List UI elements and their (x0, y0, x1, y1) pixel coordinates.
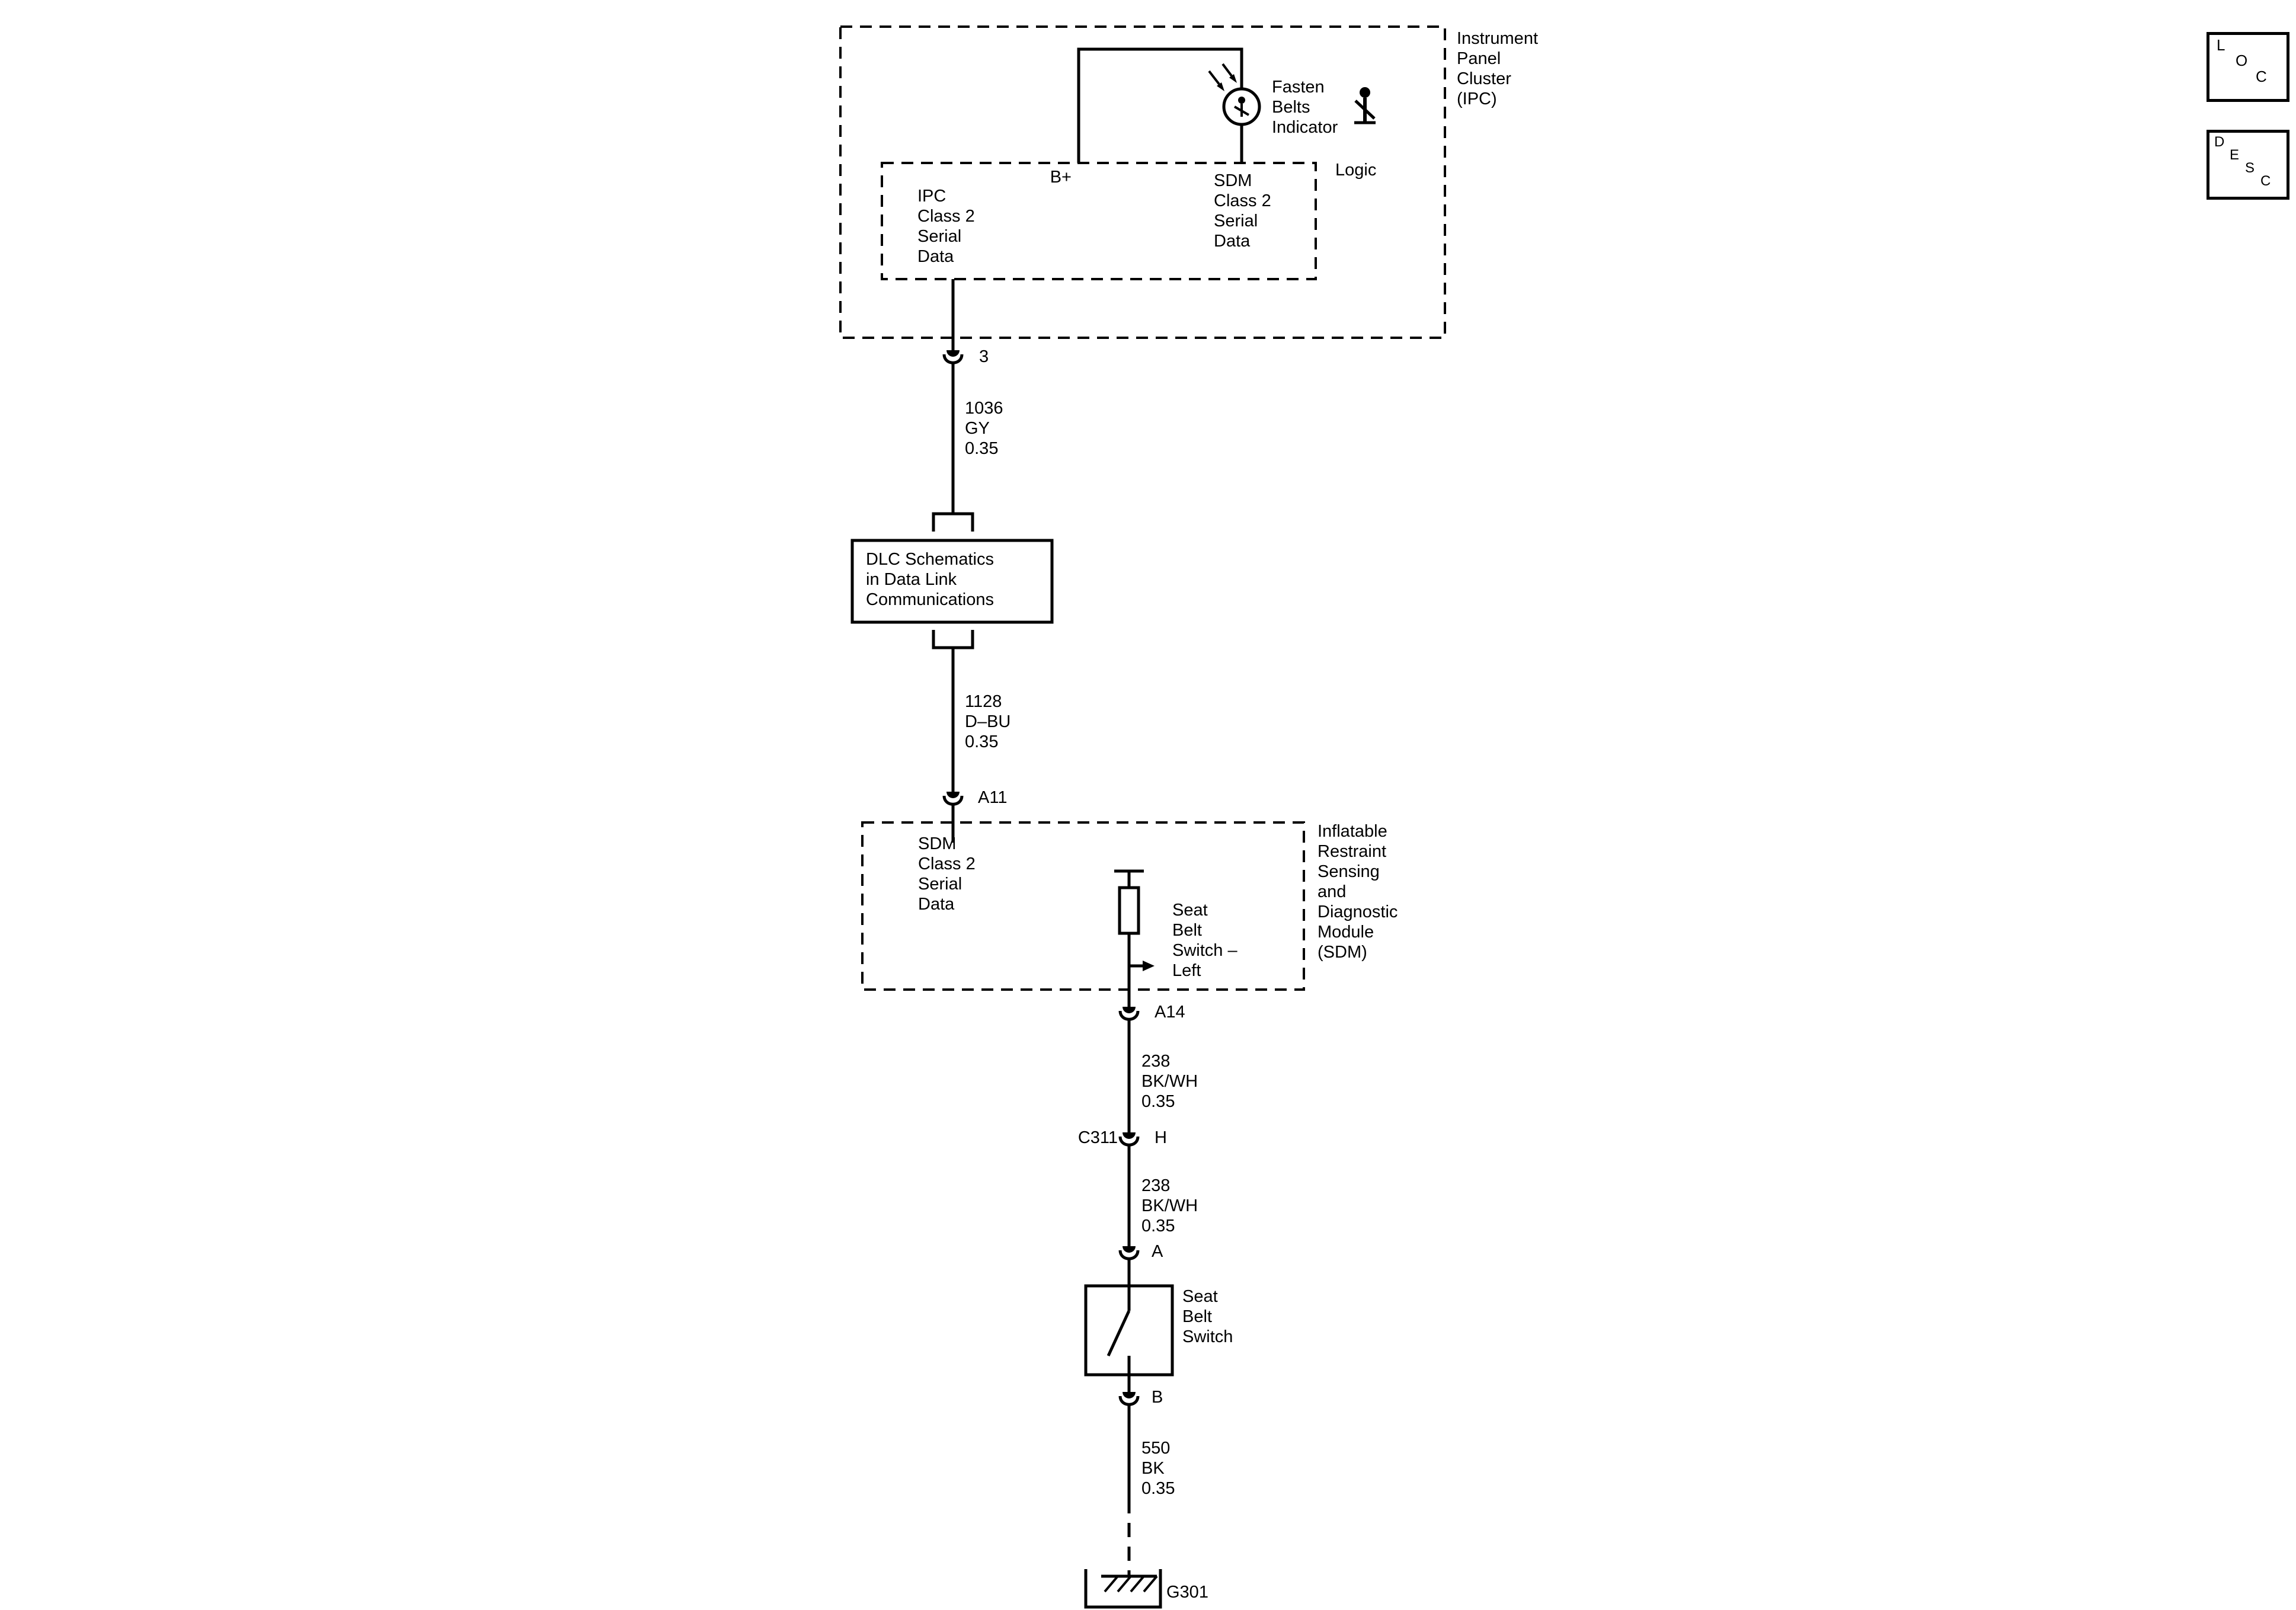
pin-a-label: A (1152, 1242, 1163, 1261)
ipc-title: Instrument Panel Cluster (IPC) (1457, 29, 1538, 108)
b-plus-wire (1077, 47, 1243, 163)
desc-letter-c: C (2260, 173, 2271, 189)
sdm-title: Inflatable Restraint Sensing and Diagnos… (1318, 822, 1398, 962)
wire-238-upper-label: 238 BK/WH 0.35 (1141, 1052, 1198, 1111)
ground-label: G301 (1166, 1583, 1208, 1602)
pin-b-label: B (1152, 1388, 1163, 1407)
seat-belt-switch-left-label: Seat Belt Switch – Left (1172, 901, 1237, 980)
dlc-reference-box (850, 539, 1054, 624)
desc-letter-d: D (2214, 134, 2225, 150)
offpage-staple-bottom (932, 630, 974, 649)
fasten-belts-label: Fasten Belts Indicator (1272, 78, 1338, 137)
seat-belt-switch-label: Seat Belt Switch (1182, 1287, 1233, 1346)
lamp-person-glyph (1233, 97, 1250, 117)
b-plus-label: B+ (1050, 168, 1072, 187)
offpage-staple-top (932, 512, 974, 532)
loc-letter-l: L (2217, 36, 2225, 54)
wire-1036-label: 1036 GY 0.35 (965, 399, 1003, 458)
seat-belt-icon (1354, 87, 1376, 124)
connector-c311-h-symbol (1120, 1132, 1138, 1145)
switch-blade (1107, 1310, 1131, 1357)
connector-a11-symbol (944, 792, 962, 804)
connector-pin-3-symbol (944, 350, 962, 363)
loc-letter-o: O (2236, 52, 2248, 69)
lamp-light-rays-icon (1208, 63, 1237, 91)
desc-letter-e: E (2230, 147, 2240, 163)
ipc-serial-label: IPC Class 2 Serial Data (917, 187, 975, 266)
connector-pin-a-symbol (1120, 1246, 1138, 1259)
wire-238-lower-label: 238 BK/WH 0.35 (1141, 1176, 1198, 1235)
dlc-reference-label: DLC Schematics in Data Link Communicatio… (866, 550, 994, 609)
loc-letter-c: C (2256, 68, 2267, 85)
sdm-serial-label: SDM Class 2 Serial Data (918, 834, 976, 914)
logic-label: Logic (1335, 161, 1377, 180)
connector-pin-b-symbol (1120, 1392, 1138, 1404)
ground-enclosure (1084, 1569, 1162, 1609)
desc-letter-s: S (2245, 160, 2255, 176)
pin-h-label: H (1155, 1128, 1167, 1147)
signal-arrow-icon (1129, 961, 1155, 971)
ipc-module-box (839, 25, 1446, 339)
sdm-module-box (861, 821, 1305, 991)
wire-550-label: 550 BK 0.35 (1141, 1439, 1175, 1498)
resistor-symbol (1118, 886, 1140, 935)
logic-sdm-serial-label: SDM Class 2 Serial Data (1214, 171, 1271, 251)
pin-a14-label: A14 (1155, 1003, 1185, 1022)
pin-3-label: 3 (979, 347, 989, 366)
ground-symbol (1101, 1574, 1158, 1593)
c311-label: C311 (1077, 1128, 1118, 1147)
ipc-logic-box (881, 162, 1317, 280)
desc-button[interactable]: D E S C (2207, 130, 2289, 200)
wire-1128-label: 1128 D–BU 0.35 (965, 692, 1011, 751)
pin-a11-label: A11 (978, 788, 1008, 807)
loc-button[interactable]: L O C (2207, 32, 2289, 102)
connector-a14-symbol (1120, 1007, 1138, 1019)
